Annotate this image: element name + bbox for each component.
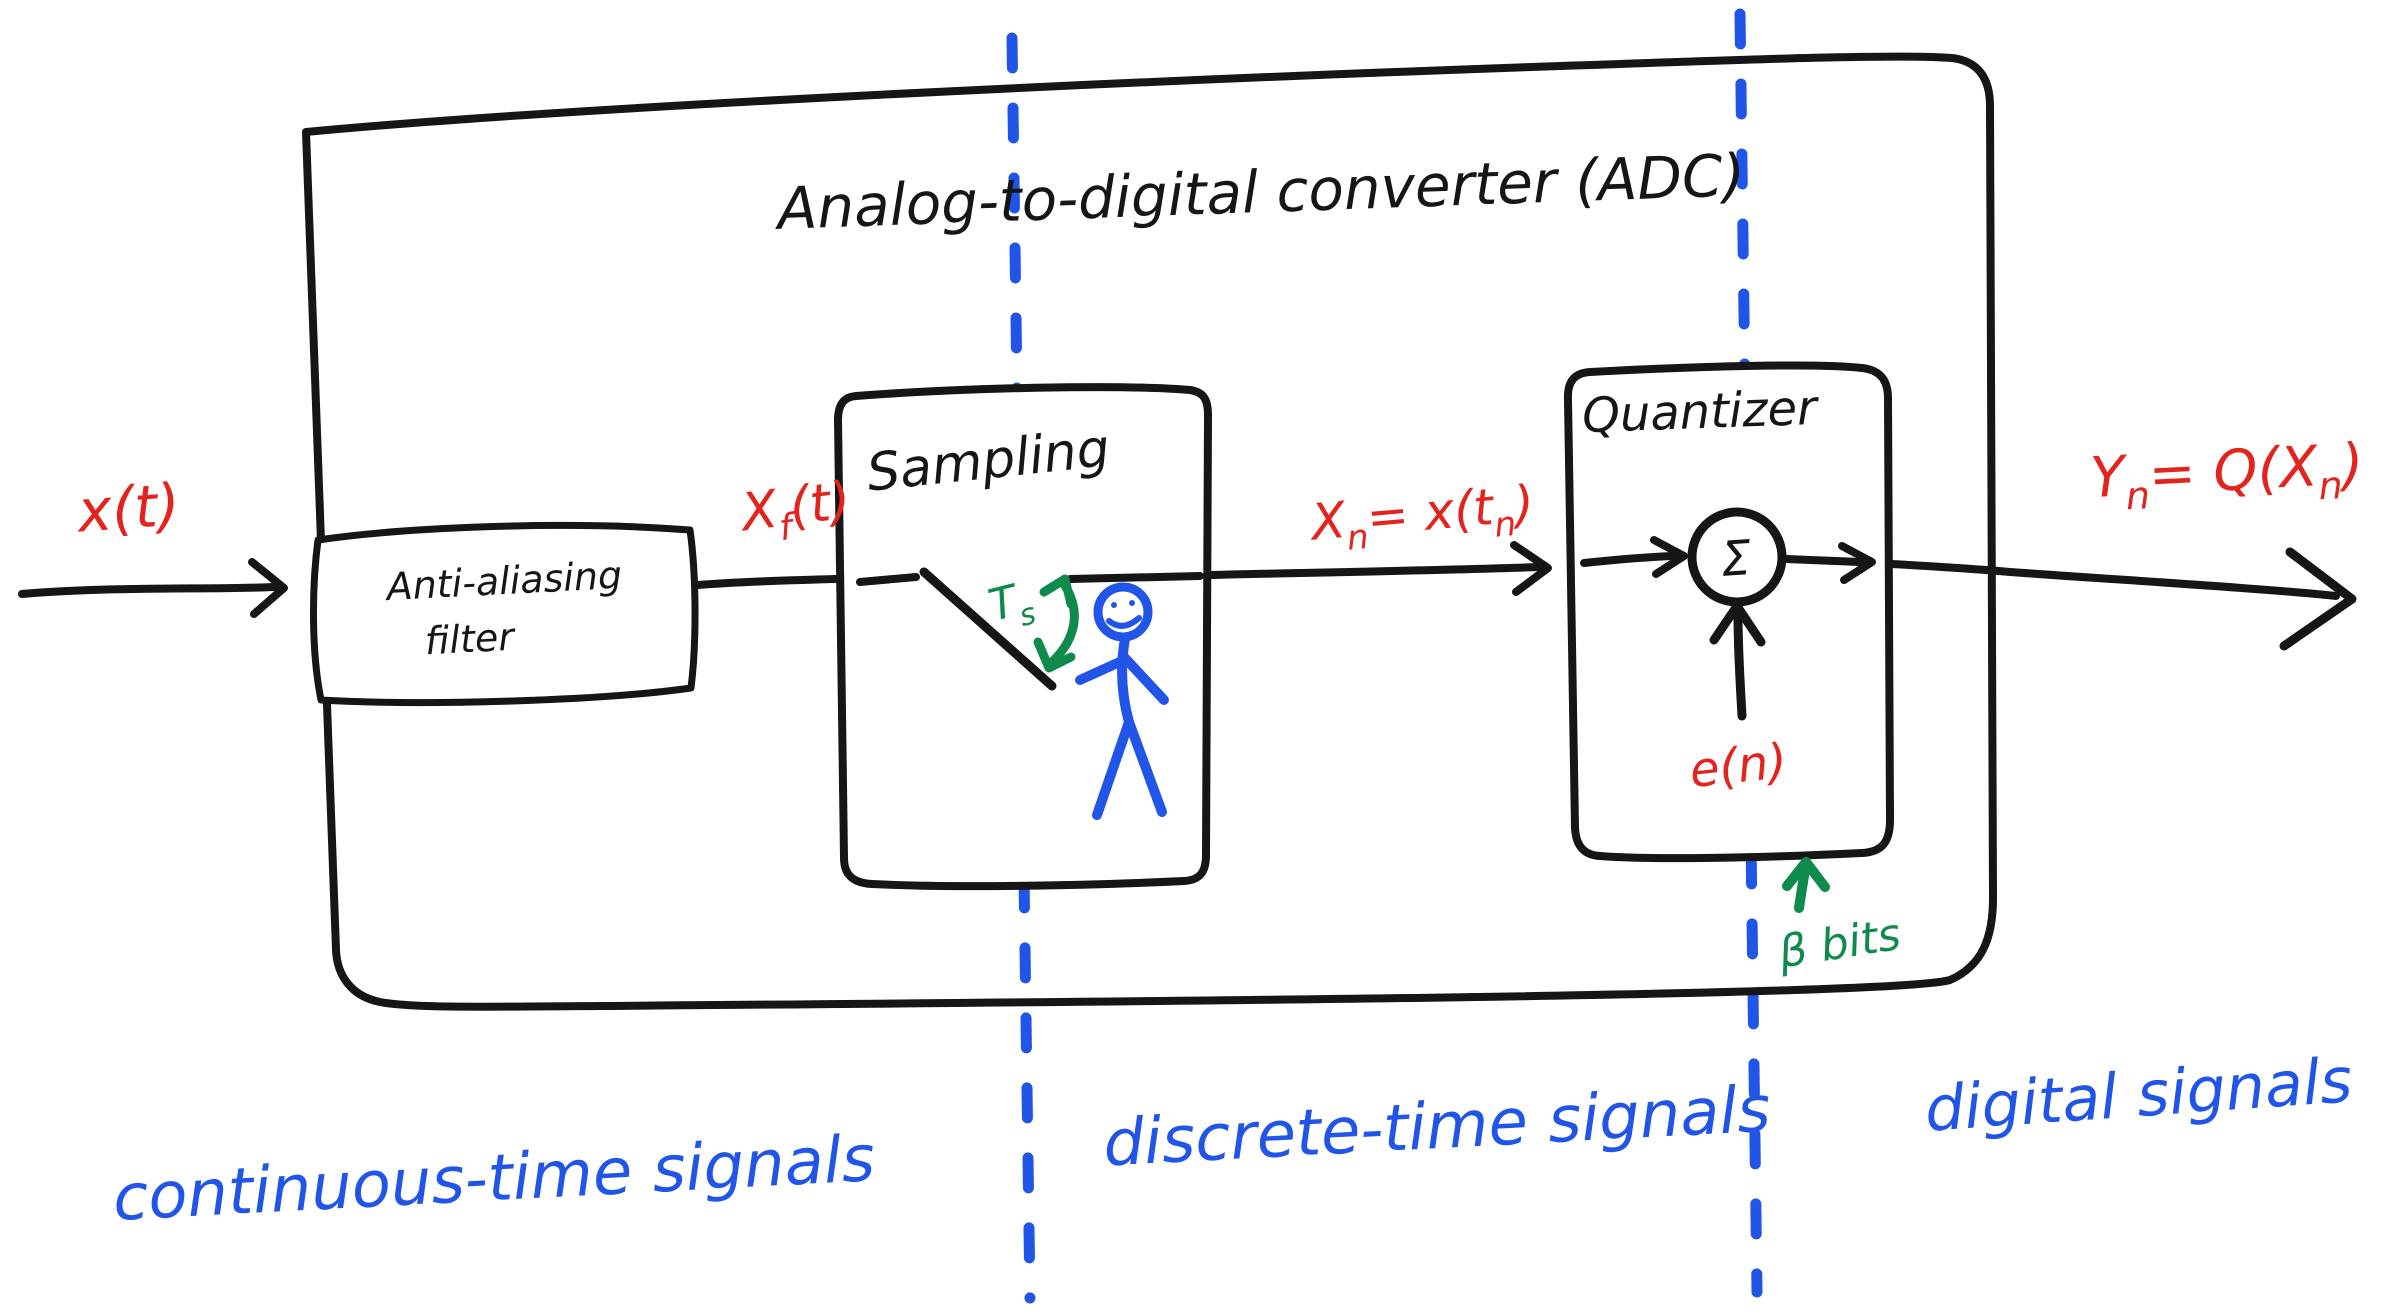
region-label-discrete: discrete-time signals — [1102, 1073, 1773, 1182]
sampled-signal-label: Xn= x(tn) — [1306, 474, 1537, 561]
arrowhead-into-quantizer — [1510, 541, 1552, 596]
anti-aliasing-label-line2: filter — [424, 615, 518, 664]
input-signal-line — [18, 583, 278, 598]
filtered-signal-label: Xf(t) — [735, 471, 855, 554]
switch-right-contact — [1066, 572, 1204, 583]
bits-arrow — [1794, 865, 1810, 913]
stick-figure-eye-left — [1111, 602, 1117, 608]
anti-aliasing-filter-block: Anti-aliasing filter — [309, 521, 699, 707]
quantizer-inner-line-left — [1580, 552, 1676, 567]
region-label-continuous: continuous-time signals — [111, 1122, 876, 1236]
output-signal-label: Yn= Q(Xn) — [2089, 432, 2366, 520]
sampling-period-arrowhead-up — [1039, 574, 1076, 609]
stick-figure-eye-right — [1129, 600, 1135, 606]
signal-labels: x(t) Xf(t) Xn= x(tn) Yn= Q(Xn) — [73, 432, 2366, 561]
region-label-digital: digital signals — [1922, 1043, 2354, 1146]
quantizer-label: Quantizer — [1581, 380, 1821, 444]
switch-arm-line — [919, 567, 1057, 691]
stick-figure-arm-left — [1075, 655, 1129, 685]
adc-outer-box — [302, 52, 1997, 1011]
arrowhead-into-filter — [248, 558, 288, 618]
input-signal-label: x(t) — [73, 471, 182, 546]
stick-figure-torso — [1117, 634, 1134, 727]
quantization-error-label: e(n) — [1687, 733, 1790, 799]
stick-figure-arm-right — [1119, 652, 1169, 705]
stick-figure-smile — [1106, 615, 1142, 629]
bits-arrowhead — [1782, 857, 1830, 892]
arrowhead-into-sum — [1650, 536, 1688, 578]
sampling-period-arrowhead-down — [1033, 637, 1076, 673]
error-input-line — [1733, 609, 1747, 721]
switch-left-contact — [856, 573, 920, 586]
region-labels: continuous-time signals discrete-time si… — [111, 1043, 2354, 1236]
anti-aliasing-filter-box — [309, 521, 699, 707]
arrowhead-error-up — [1709, 601, 1766, 647]
diagram-title: Analog-to-digital converter (ADC) — [772, 141, 1746, 243]
sampling-block: Sampling Ts — [834, 383, 1212, 891]
stick-figure-leg-left — [1092, 717, 1134, 820]
stick-figure-leg-right — [1124, 717, 1167, 817]
arrowhead-output — [2279, 547, 2357, 651]
quantizer-block: Quantizer Σ e(n) β bits — [1563, 361, 1904, 979]
stick-figure-head — [1093, 582, 1153, 642]
stick-figure — [1075, 582, 1169, 820]
output-signal-line — [1888, 560, 2340, 600]
quantizer-inner-line-right — [1782, 555, 1864, 566]
bits-label: β bits — [1774, 909, 1904, 979]
sum-symbol: Σ — [1719, 530, 1754, 588]
arrowhead-out-of-sum — [1838, 542, 1876, 584]
